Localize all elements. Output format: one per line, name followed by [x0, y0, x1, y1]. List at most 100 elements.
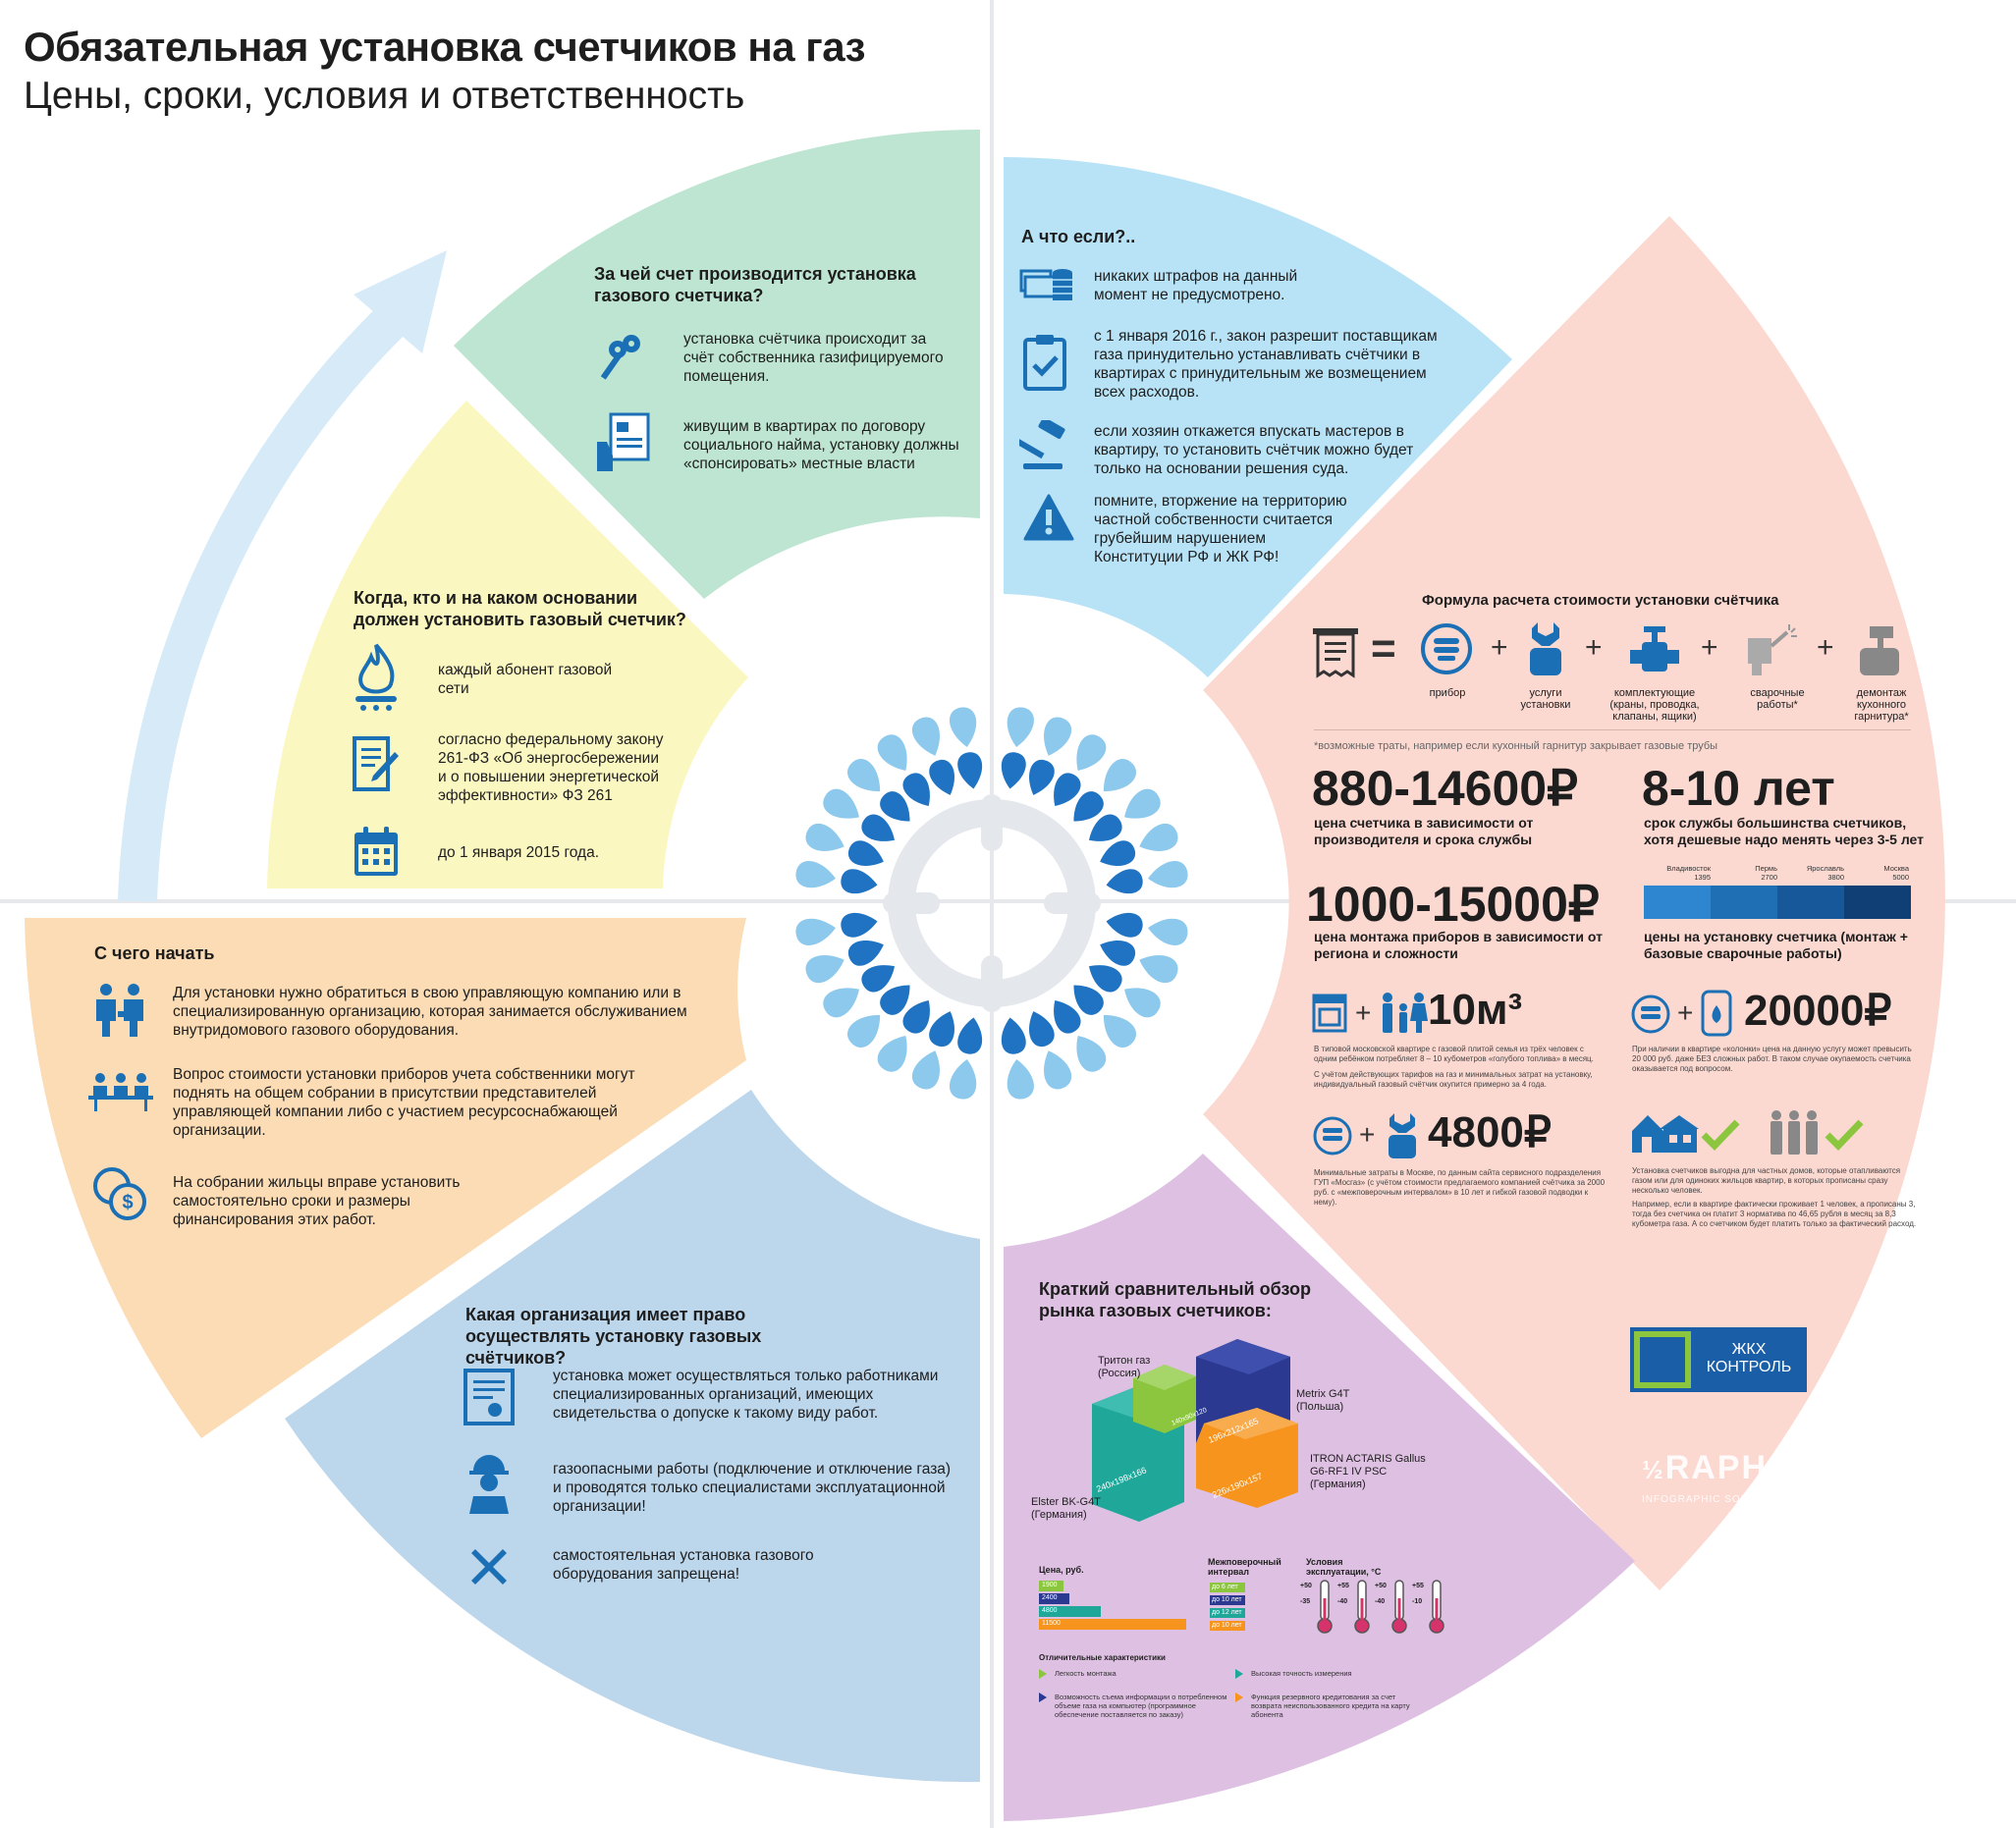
contract-icon: [593, 412, 650, 473]
cyan-item-3: если хозяин откажется впускать мастеров …: [1094, 423, 1414, 477]
cross-icon: [465, 1543, 513, 1590]
metrix-label: Metrix G4T(Польша): [1296, 1388, 1350, 1413]
region-price-bar: [1644, 886, 1911, 919]
flower-petal: [1029, 1011, 1055, 1048]
blue-item-1: установка может осуществляться только ра…: [553, 1368, 939, 1422]
formula-item-1: прибор: [1429, 687, 1466, 699]
region-segment: [1644, 886, 1711, 919]
flower-petal: [861, 965, 896, 993]
flower-petal: [1088, 814, 1122, 841]
benefit-note-1: Установка счетчиков выгодна для частных …: [1632, 1166, 1901, 1195]
flower-petal: [1054, 999, 1081, 1034]
flower-petal: [950, 707, 977, 747]
formula-plus-4: +: [1817, 631, 1834, 664]
wrench-small-icon: [1385, 1111, 1420, 1160]
feature-marker-1: [1039, 1669, 1047, 1679]
flower-petal: [1106, 869, 1143, 894]
flower-petal: [1139, 955, 1178, 984]
yellow-item-1: каждый абонент газовой сети: [438, 662, 613, 697]
flower-petal: [1100, 941, 1136, 966]
flower-petal: [1044, 1050, 1072, 1090]
formula-item-2: услуги установки: [1520, 687, 1571, 711]
flower-petal: [805, 823, 845, 851]
zhkh-logo-mark: [1634, 1331, 1691, 1388]
formula-heading: Формула расчета стоимости установки счёт…: [1422, 592, 1779, 609]
flower-petal: [823, 788, 859, 819]
column-cost-value: 20000₽: [1744, 987, 1892, 1035]
cyan-item-1: никаких штрафов на данный момент не пред…: [1094, 268, 1298, 303]
price-meter-value: 880-14600₽: [1312, 761, 1578, 816]
thermometer-icon: +55-40: [1337, 1579, 1373, 1638]
flower-petal: [1148, 861, 1188, 888]
graph-tagline: INFOGRAPHIC SOLUTIONS: [1642, 1494, 1791, 1505]
region-segment: [1777, 886, 1844, 919]
sector-cyan: [1004, 157, 1512, 677]
price-chart-label: Цена, руб.: [1039, 1565, 1084, 1575]
plus-sign: +: [1355, 997, 1372, 1028]
flower-petal: [877, 1036, 907, 1072]
residents-icon: [1768, 1109, 1821, 1156]
formula-plus-1: +: [1491, 631, 1508, 664]
plus-sign-2: +: [1677, 997, 1694, 1028]
welding-icon: [1744, 622, 1799, 677]
lifetime-caption: срок службы большинства счетчиков, хотя …: [1644, 815, 1925, 847]
flower-petal: [957, 752, 983, 789]
price-install-value: 1000-15000₽: [1306, 877, 1600, 932]
gas-volume-note-1: В типовой московской квартире с газовой …: [1314, 1045, 1594, 1063]
flower-petal: [1124, 988, 1161, 1018]
itron-box: [1196, 1408, 1298, 1508]
flower-petal: [1001, 752, 1026, 789]
checkmark-icon-2: [1825, 1117, 1864, 1151]
thermometer-icon: +55-10: [1412, 1579, 1447, 1638]
interval-badge: до 10 лет: [1210, 1595, 1245, 1605]
flower-petal: [957, 1017, 983, 1054]
flower-petal: [1076, 734, 1107, 771]
formula-divider: [1314, 729, 1911, 730]
page-title: Обязательная установка счетчиков на газ: [24, 24, 866, 70]
document-pen-icon: [352, 734, 401, 793]
region-segment: [1711, 886, 1777, 919]
elster-label: Elster BK-G4T(Германия): [1031, 1496, 1101, 1521]
flower-petal: [1103, 759, 1136, 792]
price-install-caption: цена монтажа приборов в зависимости от р…: [1314, 929, 1603, 961]
flower-petal: [1106, 912, 1143, 938]
worker-icon: [463, 1453, 515, 1514]
flower-petal: [805, 955, 845, 984]
price-bar: 4800: [1039, 1606, 1101, 1617]
interval-label: Межповерочный интервал: [1208, 1557, 1281, 1577]
flower-petal: [1001, 1017, 1026, 1054]
features-label: Отличительные характеристики: [1039, 1653, 1166, 1662]
people-icon: [92, 982, 151, 1039]
green-heading: За чей счет производится установка газов…: [594, 264, 916, 305]
meeting-icon: [88, 1070, 153, 1111]
price-bar: 2400: [1039, 1593, 1070, 1604]
flower-petal: [1100, 840, 1136, 866]
triton-label: Тритон газ(Россия): [1098, 1355, 1151, 1379]
itron-label: ITRON ACTARIS Gallus G6-RF1 IV PSC(Герма…: [1310, 1453, 1426, 1490]
flower-petal: [861, 814, 896, 841]
thermometer-list: +50-35+55-40+50-40+55-10: [1300, 1579, 1447, 1638]
cyan-item-2: с 1 января 2016 г., закон разрешит поста…: [1094, 328, 1438, 401]
blue-item-3: самостоятельная установка газового обору…: [553, 1547, 814, 1583]
flower-petal: [1103, 1014, 1136, 1048]
checkmark-icon: [1701, 1117, 1740, 1151]
price-bar-label: 4800: [1042, 1607, 1058, 1614]
sector-blue: [285, 1090, 980, 1783]
receipt-icon: [1311, 626, 1360, 681]
meter-small-icon: [1630, 994, 1671, 1035]
wrench-icon: [1524, 620, 1567, 679]
interval-badge: до 10 лет: [1210, 1621, 1245, 1631]
flower-petal: [1044, 717, 1072, 756]
flower-petal: [877, 734, 907, 771]
feature-marker-3: [1039, 1693, 1047, 1702]
sector-pink: [1203, 216, 1945, 1590]
flower-petal: [1088, 965, 1122, 993]
stove-icon: [1312, 994, 1347, 1033]
family-icon: [1379, 992, 1428, 1035]
